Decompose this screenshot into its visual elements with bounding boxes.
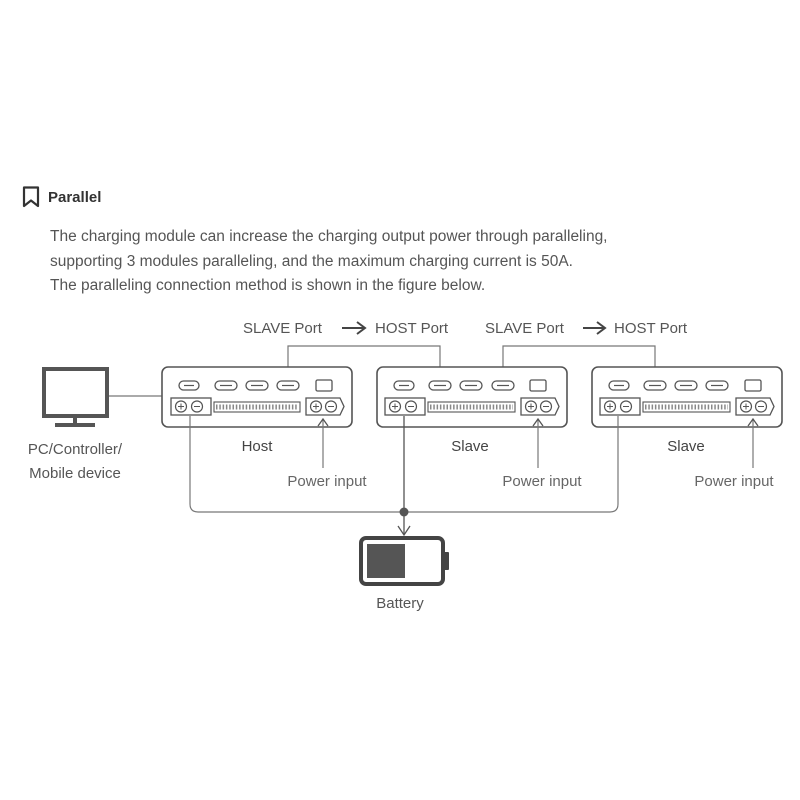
charging-module-slave — [591, 366, 783, 428]
battery-terminal — [384, 397, 426, 416]
port-slot — [705, 380, 729, 391]
pc-label-line-1: PC/Controller/ — [28, 441, 123, 458]
square-port — [529, 379, 547, 392]
power-input-label: Power input — [694, 473, 774, 490]
slave-port-slot — [276, 380, 300, 391]
battery-icon — [359, 536, 449, 586]
charging-module-slave — [376, 366, 568, 428]
battery-label: Battery — [376, 595, 424, 612]
connector-strip — [213, 401, 301, 413]
power-terminal — [735, 397, 775, 416]
module-label-slave-1: Slave — [451, 438, 489, 455]
slave-host-link-2 — [502, 345, 656, 384]
slave-port-label: SLAVE Port — [243, 320, 323, 337]
port-slot — [178, 380, 200, 391]
connector-strip — [427, 401, 516, 413]
port-slot — [393, 380, 415, 391]
module-label-host: Host — [242, 438, 274, 455]
description-line: supporting 3 modules paralleling, and th… — [50, 252, 573, 270]
power-terminal — [305, 397, 345, 416]
charging-module-host — [161, 366, 353, 428]
description-line: The charging module can increase the cha… — [50, 228, 608, 245]
connector-strip — [642, 401, 731, 413]
section-title: Parallel — [48, 188, 102, 206]
slave-port-slot — [491, 380, 515, 391]
port-slot — [459, 380, 483, 391]
description-line: The paralleling connection method is sho… — [50, 277, 486, 294]
port-slot — [245, 380, 269, 391]
square-port — [744, 379, 762, 392]
module-label-slave-2: Slave — [667, 438, 705, 455]
power-terminal — [520, 397, 560, 416]
pc-label-line-2: Mobile device — [29, 465, 121, 482]
battery-arrow — [397, 525, 411, 537]
port-slot — [608, 380, 630, 391]
monitor-icon — [42, 367, 109, 427]
host-port-slot — [643, 380, 667, 391]
port-label-group-2: SLAVE Port HOST Port — [485, 320, 688, 337]
description: The charging module can increase the cha… — [50, 225, 608, 299]
battery-terminal — [170, 397, 212, 416]
port-slot — [214, 380, 238, 391]
port-label-group-1: SLAVE Port HOST Port — [243, 320, 449, 337]
section-header: Parallel — [22, 186, 101, 208]
port-slot — [674, 380, 698, 391]
bookmark-icon — [22, 186, 40, 208]
host-port-label: HOST Port — [614, 320, 688, 337]
slave-port-label: SLAVE Port — [485, 320, 565, 337]
power-input-label: Power input — [287, 473, 367, 490]
right-arrow-icon — [342, 321, 367, 335]
host-port-label: HOST Port — [375, 320, 449, 337]
power-input-1: Power input — [287, 417, 367, 490]
slave-host-link-1 — [287, 345, 441, 384]
junction-dot — [399, 507, 409, 517]
battery-terminal — [599, 397, 641, 416]
square-port — [315, 379, 333, 392]
power-input-3: Power input — [694, 417, 774, 490]
host-port-slot — [428, 380, 452, 391]
power-input-2: Power input — [502, 417, 582, 490]
right-arrow-icon — [583, 321, 607, 335]
power-input-label: Power input — [502, 473, 582, 490]
